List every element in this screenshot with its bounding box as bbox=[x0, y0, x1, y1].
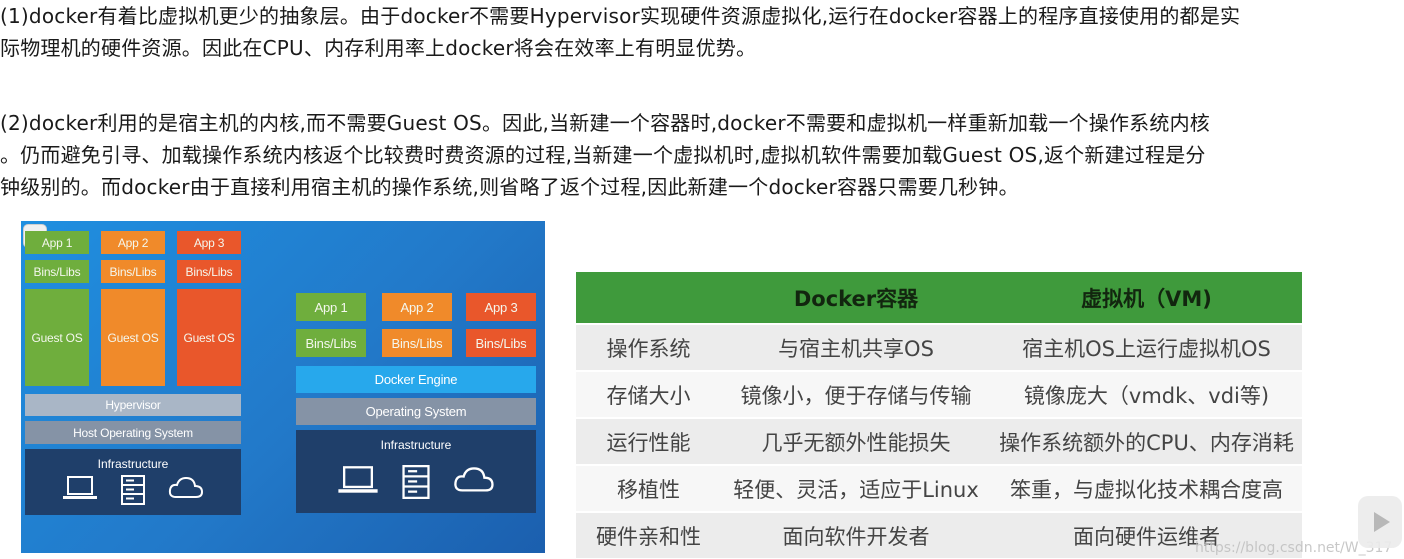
comparison-table: Docker容器 虚拟机（VM) 操作系统 与宿主机共享OS 宿主机OS上运行虚… bbox=[576, 272, 1302, 558]
play-button[interactable] bbox=[1358, 496, 1402, 548]
paragraph-line: (1)docker有着比虚拟机更少的抽象层。由于docker不需要Hypervi… bbox=[0, 4, 1241, 28]
table-cell: 硬件亲和性 bbox=[576, 511, 721, 558]
docker-operating-system: Operating System bbox=[296, 398, 536, 425]
table-cell: 镜像庞大（vmdk、vdi等) bbox=[991, 370, 1302, 418]
watermark: https://blog.csdn.net/W_317 bbox=[1195, 540, 1393, 556]
vm-guest-os-3: Guest OS bbox=[177, 289, 241, 386]
table-cell: 宿主机OS上运行虚拟机OS bbox=[991, 323, 1302, 371]
vm-infrastructure: Infrastructure bbox=[25, 449, 241, 515]
table-cell: 轻便、灵活，适应于Linux bbox=[721, 464, 991, 512]
table-cell: 笨重，与虚拟化技术耦合度高 bbox=[991, 464, 1302, 512]
laptop-icon bbox=[63, 476, 97, 499]
cloud-icon bbox=[168, 476, 204, 498]
paragraph-1: (1)docker有着比虚拟机更少的抽象层。由于docker不需要Hypervi… bbox=[0, 0, 1240, 64]
table-cell: 几乎无额外性能损失 bbox=[721, 417, 991, 465]
vm-bins-2: Bins/Libs bbox=[101, 260, 165, 283]
docker-app-2: App 2 bbox=[382, 293, 452, 321]
vm-hypervisor: Hypervisor bbox=[25, 394, 241, 416]
paragraph-line: (2)docker利用的是宿主机的内核,而不需要Guest OS。因此,当新建一… bbox=[0, 111, 1210, 135]
vm-guest-os-1: Guest OS bbox=[25, 289, 89, 386]
table-cell: 存储大小 bbox=[576, 370, 721, 418]
paragraph-line: 钟级别的。而docker由于直接利用宿主机的操作系统,则省略了返个过程,因此新建… bbox=[0, 175, 1019, 199]
vm-app-2: App 2 bbox=[101, 231, 165, 254]
vm-host-os: Host Operating System bbox=[25, 421, 241, 444]
table-cell: 镜像小，便于存储与传输 bbox=[721, 370, 991, 418]
table-row: 运行性能 几乎无额外性能损失 操作系统额外的CPU、内存消耗 bbox=[576, 417, 1302, 465]
paragraph-2: (2)docker利用的是宿主机的内核,而不需要Guest OS。因此,当新建一… bbox=[0, 107, 1210, 203]
paragraph-line: 。仍而避免引寻、加载操作系统内核返个比较费时费资源的过程,当新建一个虚拟机时,虚… bbox=[0, 143, 1206, 167]
table-cell: 操作系统额外的CPU、内存消耗 bbox=[991, 417, 1302, 465]
docker-bins-2: Bins/Libs bbox=[382, 329, 452, 357]
vm-app-1: App 1 bbox=[25, 231, 89, 254]
paragraph-line: 际物理机的硬件资源。因此在CPU、内存利用率上docker将会在效率上有明显优势… bbox=[0, 36, 757, 60]
docker-engine: Docker Engine bbox=[296, 366, 536, 393]
server-icon bbox=[402, 465, 430, 499]
docker-infrastructure: Infrastructure bbox=[296, 430, 536, 513]
vm-bins-1: Bins/Libs bbox=[25, 260, 89, 283]
table-row: 移植性 轻便、灵活，适应于Linux 笨重，与虚拟化技术耦合度高 bbox=[576, 464, 1302, 512]
table-header-cell bbox=[576, 272, 721, 324]
vm-infrastructure-label: Infrastructure bbox=[97, 457, 169, 471]
table-cell: 面向软件开发者 bbox=[721, 511, 991, 558]
docker-app-1: App 1 bbox=[296, 293, 366, 321]
table-row: 硬件亲和性 面向软件开发者 面向硬件运维者 bbox=[576, 511, 1302, 558]
table-cell: 运行性能 bbox=[576, 417, 721, 465]
architecture-figure: App 1 App 2 App 3 Bins/Libs Bins/Libs Bi… bbox=[21, 221, 545, 553]
vm-guest-os-2: Guest OS bbox=[101, 289, 165, 386]
cloud-icon bbox=[454, 467, 494, 492]
table-cell: 与宿主机共享OS bbox=[721, 323, 991, 371]
docker-bins-3: Bins/Libs bbox=[466, 329, 536, 357]
table-header-row: Docker容器 虚拟机（VM) bbox=[576, 272, 1302, 324]
table-header-cell: Docker容器 bbox=[721, 272, 991, 324]
laptop-icon bbox=[338, 466, 378, 493]
table-cell: 移植性 bbox=[576, 464, 721, 512]
table-cell: 面向硬件运维者 bbox=[991, 511, 1302, 558]
docker-infrastructure-label: Infrastructure bbox=[380, 438, 452, 452]
docker-bins-1: Bins/Libs bbox=[296, 329, 366, 357]
vm-bins-3: Bins/Libs bbox=[177, 260, 241, 283]
server-icon bbox=[121, 475, 145, 505]
table-row: 存储大小 镜像小，便于存储与传输 镜像庞大（vmdk、vdi等) bbox=[576, 370, 1302, 418]
vm-app-3: App 3 bbox=[177, 231, 241, 254]
table-header-cell: 虚拟机（VM) bbox=[991, 272, 1302, 324]
table-cell: 操作系统 bbox=[576, 323, 721, 371]
docker-app-3: App 3 bbox=[466, 293, 536, 321]
table-row: 操作系统 与宿主机共享OS 宿主机OS上运行虚拟机OS bbox=[576, 323, 1302, 371]
